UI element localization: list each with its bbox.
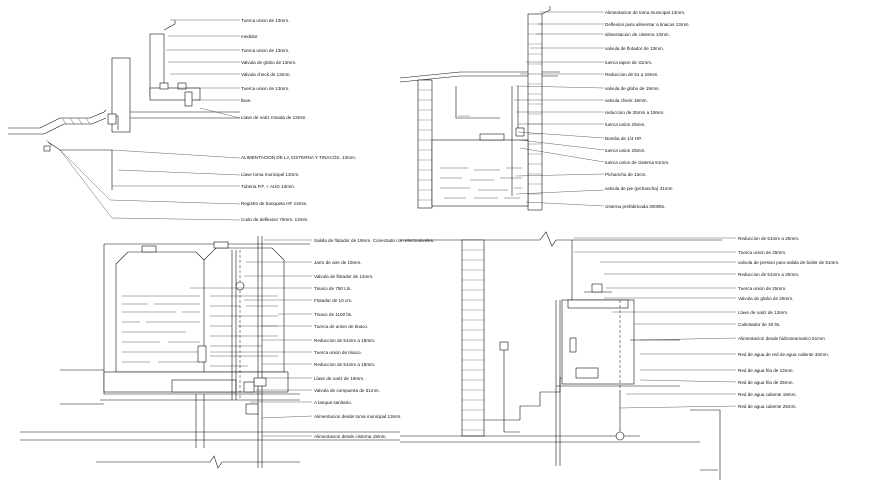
tr-label-2: alimentacion de cisterna 13mm. <box>605 32 670 37</box>
tr-label-12: tuerca union de cisterna 51mm. <box>605 160 669 165</box>
br-label-4: Tuerca union de 25mm. <box>738 286 786 291</box>
tl-label-7: Llave de nariz rosada de 13mm. <box>241 115 307 120</box>
tl-label-12: Codo de deflexion 75mm. 13mm. <box>241 217 309 222</box>
tr-label-4: tuerca tapon de 31mm. <box>605 60 652 65</box>
br-label-10: Red de agua fria de 13mm. <box>738 368 794 373</box>
tl-label-11: Registro de banqueta HF 13mm. <box>241 201 308 206</box>
tr-label-9: tuerca union 25mm. <box>605 122 646 127</box>
tr-label-5: Reduccion de 51 a 19mm. <box>605 72 659 77</box>
detail-top-left-meter: Tuerca union de 13mm. medidor Tuerca uni… <box>8 18 356 222</box>
tl-label-2: Tuerca union de 13mm. <box>241 48 289 53</box>
bl-label-1: Jarro de aire de 19mm. <box>314 260 362 265</box>
br-label-7: Calentador de 30 lts. <box>738 322 780 327</box>
tr-label-6: valvula de globo de 19mm. <box>605 86 660 91</box>
bl-label-7: Reduccion de 51mm a 19mm. <box>314 338 375 343</box>
br-label-11: Red de agua fria de 25mm. <box>738 380 794 385</box>
tr-label-1: Deflexion para alimentar a tinacos 13mm. <box>605 22 690 27</box>
tr-label-0: Alimentacion de toma municipal 13mm. <box>605 10 685 15</box>
tr-label-7: valvula check 19mm. <box>605 98 648 103</box>
detail-bottom-left-tanks: Salida de flotador de 19mm. Conectado co… <box>20 236 434 469</box>
tl-label-1: medidor <box>241 34 258 39</box>
bl-label-4: Flotador de 10 cm. <box>314 298 352 303</box>
bl-label-13: Alimentacion desde toma municipal 13mm. <box>314 414 402 419</box>
tl-label-5: Tuerca union de 13mm. <box>241 86 289 91</box>
br-label-12: Red de agua caliente 19mm. <box>738 392 797 397</box>
br-label-3: Reduccion de 51mm a 25mm. <box>738 272 799 277</box>
bl-label-12: A tanque sanitario. <box>314 400 352 405</box>
tl-label-8: ALIMENTACION DE LA CISTERNA Y TINACOS. 1… <box>241 155 356 160</box>
tr-label-3: valvula de flotador de 13mm. <box>605 46 664 51</box>
tr-label-10: Bomba de 1/4 HP. <box>605 136 642 141</box>
br-label-9: Red de agua de red de agua caliente 33mm… <box>738 352 829 357</box>
bl-label-11: Valvula de compuerta de 51mm. <box>314 388 380 393</box>
br-label-2: valvula de presion para salida de boiler… <box>738 260 839 265</box>
detail-bottom-right-heater: Reduccion de 51mm a 25mm. Tuerca union d… <box>400 231 839 480</box>
tl-label-3: Valvula de globo de 13mm. <box>241 60 296 65</box>
tr-label-15: cisterna prefabricada 3000lts. <box>605 204 665 209</box>
bl-label-10: Llave de nariz de 19mm. <box>314 376 364 381</box>
br-label-0: Reduccion de 51mm a 25mm. <box>738 236 799 241</box>
br-label-6: Llave de nariz de 13mm. <box>738 310 788 315</box>
br-label-1: Tuerca union de 25mm. <box>738 250 786 255</box>
bl-label-6: Tuerca de union de tinaco. <box>314 324 368 329</box>
bl-label-2: Valvula de flotador de 13mm. <box>314 274 373 279</box>
bl-label-3: Tinaco de 750 Lts. <box>314 286 352 291</box>
tl-label-0: Tuerca union de 13mm. <box>241 18 289 23</box>
bl-label-9: Reduccion de 51mm a 19mm. <box>314 362 375 367</box>
tl-label-10: Tuberia P.F. + AUD 13mm. <box>241 184 295 189</box>
detail-top-right-cistern: Alimentacion de toma municipal 13mm. Def… <box>399 6 690 211</box>
br-label-5: Valvula de globo de 25mm. <box>738 296 793 301</box>
tr-label-13: Pichancha de 13cm. <box>605 172 647 177</box>
bl-label-14: Alimentacion desde cisterna 19mm. <box>314 434 387 439</box>
bl-label-5: Tinaco de 1100 lts. <box>314 312 352 317</box>
br-label-8: Alimentacion desde hidroneumatico 51mm <box>738 336 825 341</box>
bl-label-8: Tuerca union de tinaco. <box>314 350 362 355</box>
tl-label-9: Llave toma municipal 13mm. <box>241 172 299 177</box>
tl-label-4: Valvula check de 13mm. <box>241 72 291 77</box>
br-label-13: Red de agua caliente 25mm. <box>738 404 797 409</box>
tr-label-8: reduccion de 25mm a 19mm. <box>605 110 665 115</box>
bl-label-0: Salida de flotador de 19mm. Conectado co… <box>314 238 434 243</box>
tr-label-11: tuerca union 25mm. <box>605 148 646 153</box>
tr-label-14: valvula de pie (pichancha) 31mm <box>605 186 673 191</box>
tl-label-6: llave. <box>241 98 252 103</box>
